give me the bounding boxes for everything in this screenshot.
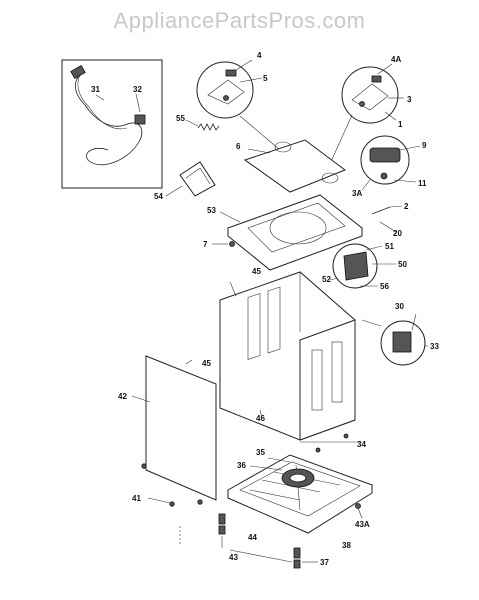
callout-44: 44 bbox=[248, 533, 257, 542]
callout-4A: 4A bbox=[391, 55, 401, 64]
callout-41: 41 bbox=[132, 494, 141, 503]
callout-20: 20 bbox=[393, 229, 402, 238]
screw-parts-2-20 bbox=[212, 205, 403, 247]
callout-55: 55 bbox=[176, 114, 185, 123]
spring-part-55 bbox=[185, 119, 220, 131]
callout-34: 34 bbox=[357, 440, 366, 449]
cabinet-panels-part-46 bbox=[219, 271, 356, 441]
callout-51: 51 bbox=[385, 242, 394, 251]
callout-5: 5 bbox=[263, 74, 268, 83]
watermark: AppliancePartsPros.com bbox=[113, 8, 366, 33]
callout-54: 54 bbox=[154, 192, 163, 201]
callout-3A: 3A bbox=[352, 189, 362, 198]
callout-43A: 43A bbox=[355, 520, 370, 529]
callout-1: 1 bbox=[398, 120, 403, 129]
callout-30: 30 bbox=[395, 302, 404, 311]
callout-31: 31 bbox=[91, 85, 100, 94]
callout-45-mid: 45 bbox=[202, 359, 211, 368]
callout-36: 36 bbox=[237, 461, 246, 470]
callout-43: 43 bbox=[229, 553, 238, 562]
callout-32: 32 bbox=[133, 85, 142, 94]
screws-and-feet bbox=[141, 433, 363, 569]
callout-33: 33 bbox=[430, 342, 439, 351]
top-cover-part-53 bbox=[219, 194, 364, 271]
base-part-38 bbox=[226, 454, 374, 534]
callout-6: 6 bbox=[236, 142, 241, 151]
callout-50: 50 bbox=[398, 260, 407, 269]
callout-45-top: 45 bbox=[252, 267, 261, 276]
callout-3: 3 bbox=[407, 95, 412, 104]
callout-2: 2 bbox=[404, 202, 409, 211]
callout-52: 52 bbox=[322, 275, 331, 284]
inset-circle-4-5 bbox=[196, 59, 281, 151]
inset-circle-50-52 bbox=[329, 243, 396, 289]
callout-42: 42 bbox=[118, 392, 127, 401]
callout-35: 35 bbox=[256, 448, 265, 457]
callout-4: 4 bbox=[257, 51, 262, 60]
callout-56: 56 bbox=[380, 282, 389, 291]
callout-38: 38 bbox=[342, 541, 351, 550]
callout-labels: 31 32 4 5 4A 3 1 55 6 9 11 3A 54 53 2 20… bbox=[91, 51, 439, 567]
callout-7: 7 bbox=[203, 240, 208, 249]
bracket-part-54 bbox=[165, 161, 216, 197]
inset-circle-30-33 bbox=[361, 313, 428, 366]
lid-part-6 bbox=[243, 139, 347, 193]
front-panel-part-42 bbox=[131, 355, 217, 501]
callout-37: 37 bbox=[320, 558, 329, 567]
inset-circle-9-11 bbox=[360, 135, 421, 191]
callout-9: 9 bbox=[422, 141, 427, 150]
callout-46: 46 bbox=[256, 414, 265, 423]
callout-53: 53 bbox=[207, 206, 216, 215]
power-cord-inset bbox=[61, 59, 163, 189]
callout-11: 11 bbox=[418, 179, 427, 188]
